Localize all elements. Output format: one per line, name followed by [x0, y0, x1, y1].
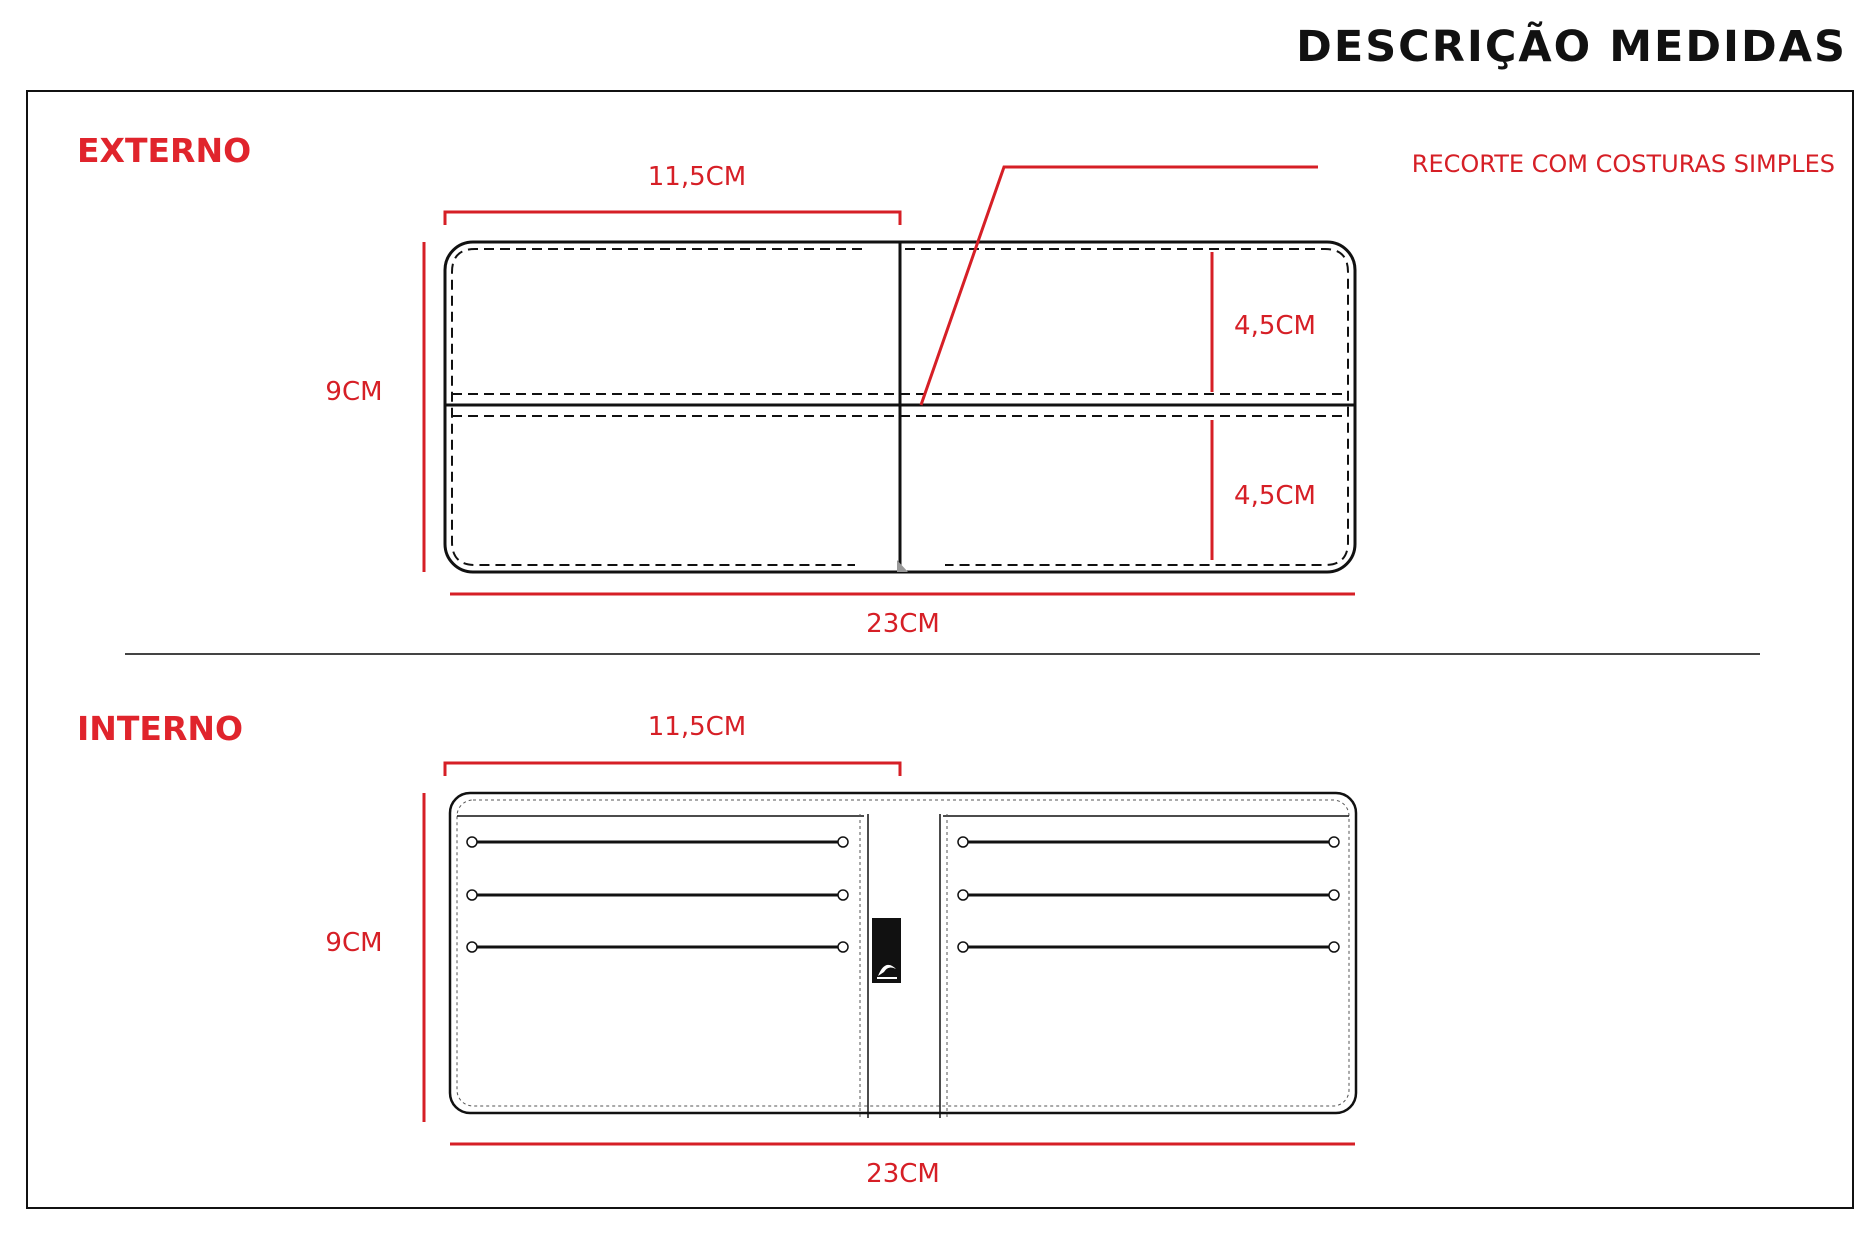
externo-height-label: 9CM — [325, 377, 382, 407]
page-title: DESCRIÇÃO MEDIDAS — [1296, 22, 1847, 72]
card-slots-left — [472, 840, 843, 949]
callout-leader-line — [919, 165, 1318, 406]
externo-lower-half-label: 4,5CM — [1234, 481, 1316, 511]
interno-heading: INTERNO — [77, 709, 243, 748]
card-slots-right — [963, 840, 1334, 949]
interno-top-dimension-bracket — [443, 761, 902, 776]
externo-width-full-label: 23CM — [866, 609, 940, 639]
interno-wallet — [448, 791, 1358, 1118]
interno-height-label: 9CM — [325, 928, 382, 958]
externo-top-dimension-bracket — [443, 210, 902, 225]
frame-border — [26, 90, 1854, 1209]
externo-width-top-label: 11,5CM — [648, 162, 746, 192]
interno-width-top-label: 11,5CM — [648, 712, 746, 742]
externo-wallet — [443, 240, 1357, 574]
externo-upper-half-label: 4,5CM — [1234, 311, 1316, 341]
quiksilver-logo-icon — [872, 918, 901, 983]
callout-label: RECORTE COM COSTURAS SIMPLES — [1412, 150, 1835, 178]
externo-heading: EXTERNO — [77, 131, 251, 170]
interno-width-full-label: 23CM — [866, 1159, 940, 1189]
